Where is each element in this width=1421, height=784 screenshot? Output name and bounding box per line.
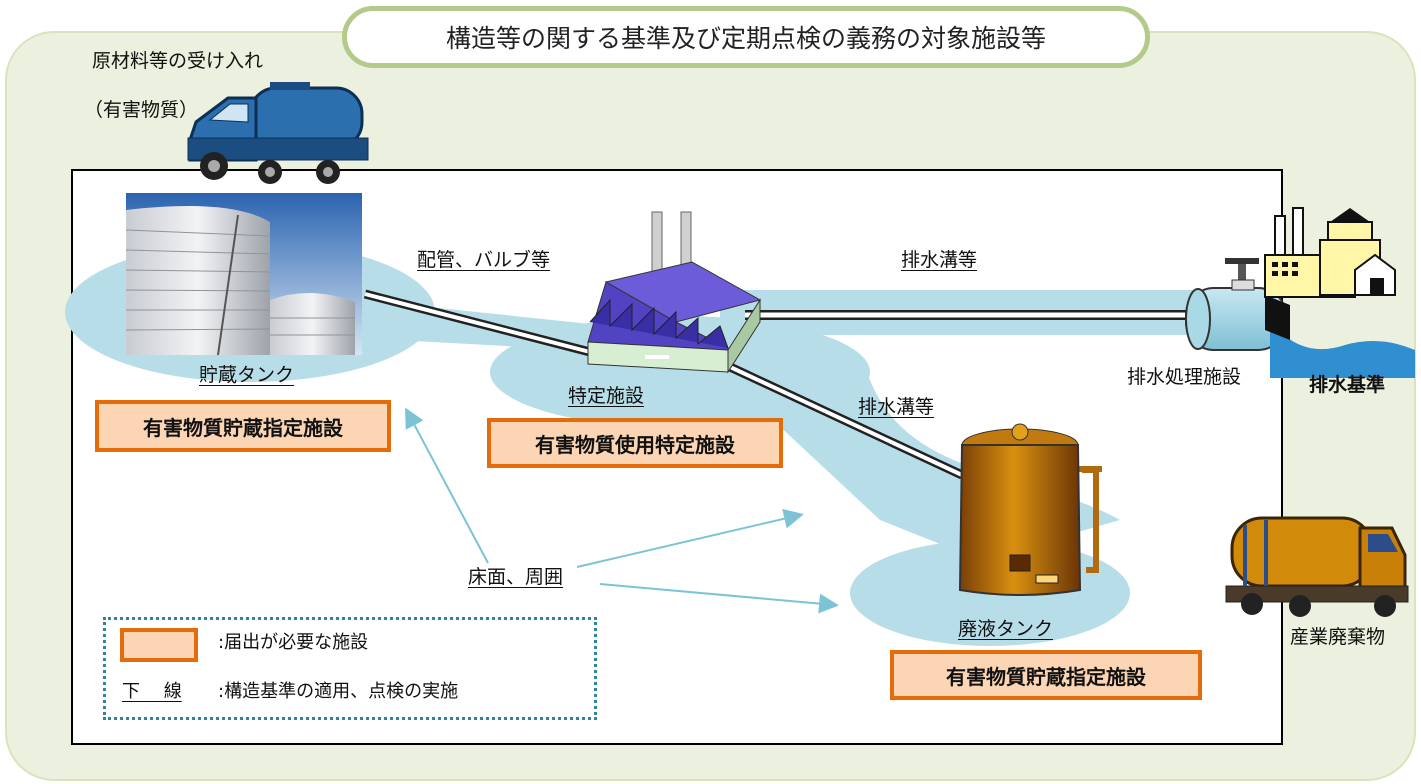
industrial-waste-label: 産業廃棄物	[1290, 626, 1386, 648]
legend: :届出が必要な施設 下 線 :構造基準の適用、点検の実施	[103, 617, 597, 720]
storage-designated-facility-box: 有害物質貯蔵指定施設	[95, 400, 391, 452]
use-specific-facility-box: 有害物質使用特定施設	[487, 418, 783, 468]
storage-tank-label: 貯蔵タンク	[199, 364, 295, 386]
floor-label: 床面、周囲	[468, 566, 564, 588]
waste-truck-icon	[1225, 516, 1409, 617]
specific-facility-label: 特定施設	[568, 385, 645, 407]
intake-label: 原材料等の受け入れ	[92, 50, 264, 72]
factory-icon	[587, 211, 762, 374]
legend-underline-key: 下 線	[122, 681, 182, 702]
legend-underline-desc: :構造基準の適用、点検の実施	[218, 681, 459, 702]
effluent-treatment-plant-icon	[1185, 207, 1415, 378]
legend-box-swatch	[120, 628, 198, 662]
drain-mid-label: 排水溝等	[858, 396, 935, 418]
waste-storage-designated-facility-box: 有害物質貯蔵指定施設	[890, 650, 1202, 700]
legend-box-desc: :届出が必要な施設	[218, 632, 369, 653]
effluent-standard-label: 排水基準	[1309, 374, 1386, 396]
drain-top-label: 排水溝等	[901, 249, 978, 271]
piping-label: 配管、バルブ等	[417, 249, 551, 271]
waste-tank-icon	[958, 423, 1102, 596]
tanker-truck-icon	[187, 82, 369, 184]
waste-tank-label: 廃液タンク	[958, 618, 1054, 640]
page-title: 構造等の関する基準及び定期点検の義務の対象施設等	[342, 6, 1150, 68]
floor-arrows	[405, 407, 839, 614]
intake-substance-label: （有害物質）	[84, 99, 199, 121]
treatment-facility-label: 排水処理施設	[1127, 366, 1242, 388]
silo-tank-icon	[125, 193, 362, 356]
pipes	[363, 289, 1190, 480]
